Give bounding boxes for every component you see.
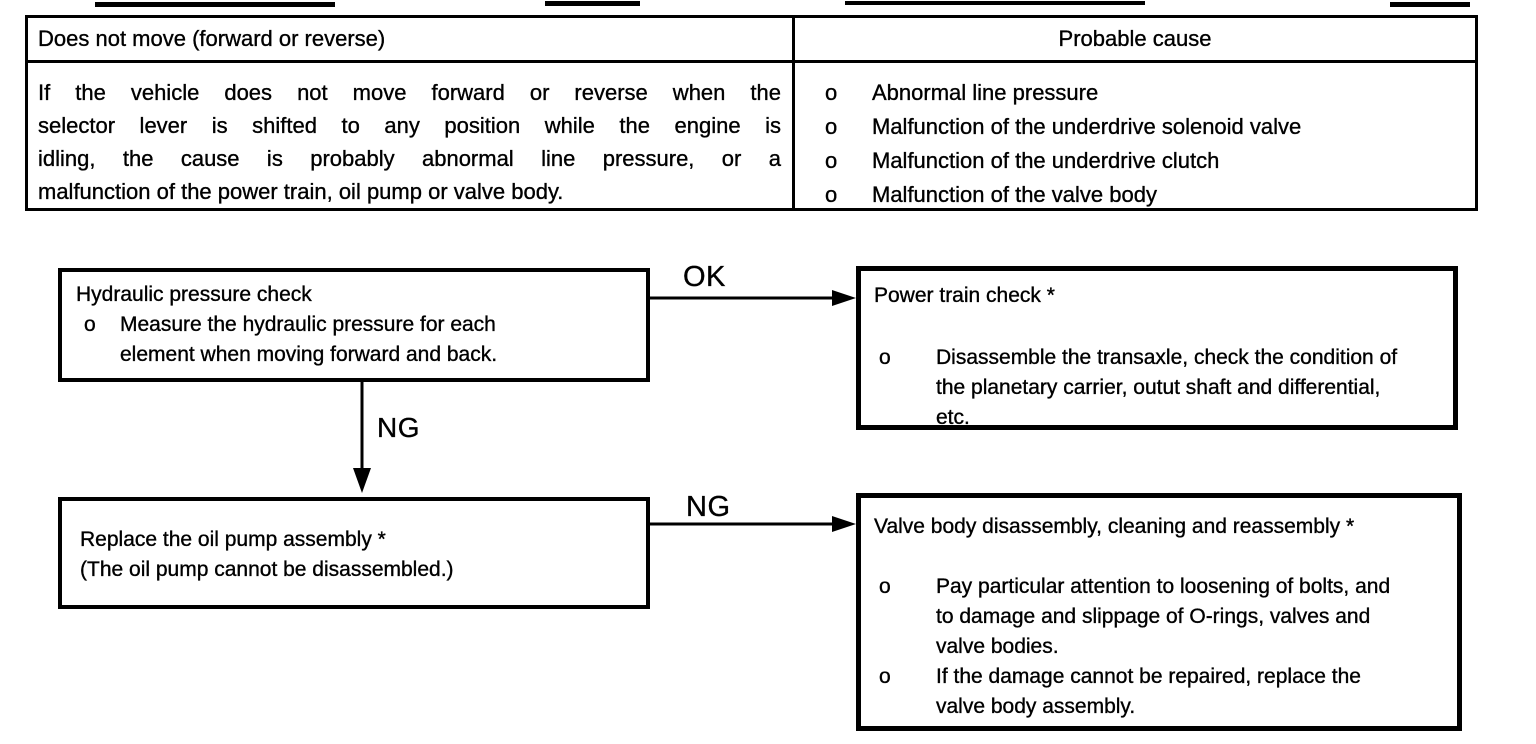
cause-item-text: Malfunction of the valve body — [872, 182, 1157, 207]
ng-right-arrowhead — [832, 516, 856, 532]
box-bullet: o If the damage cannot be repaired, repl… — [874, 662, 1445, 722]
symptom-cause-table: Does not move (forward or reverse) Proba… — [25, 15, 1478, 211]
symptom-text-cell: If the vehicle does not move forward or … — [28, 63, 795, 208]
symptom-text-line: malfunction of the power train, oil pump… — [38, 179, 564, 204]
bullet-marker: o — [825, 182, 838, 207]
flow-box-valve-body: Valve body disassembly, cleaning and rea… — [856, 493, 1462, 731]
bullet-marker: o — [825, 148, 838, 173]
flow-box-hydraulic-check: Hydraulic pressure check o Measure the h… — [58, 268, 650, 382]
box-title: Valve body disassembly, cleaning and rea… — [874, 515, 1355, 538]
bullet-text: Pay particular attention to loosening of… — [936, 575, 1391, 658]
bullet-marker: o — [879, 346, 891, 369]
box-subtitle: (The oil pump cannot be disassembled.) — [80, 558, 454, 581]
cause-list-cell: o Abnormal line pressure o Malfunction o… — [795, 63, 1475, 208]
box-title: Replace the oil pump assembly * — [80, 528, 386, 551]
scan-artifact — [845, 1, 1145, 5]
bullet-marker: o — [879, 575, 891, 598]
ng-label-down: NG — [377, 412, 420, 443]
bullet-marker: o — [825, 80, 838, 105]
flow-box-power-train-check: Power train check * o Disassemble the tr… — [856, 266, 1458, 430]
scan-artifact — [545, 1, 640, 6]
scan-artifact — [1390, 2, 1470, 7]
cause-item: o Abnormal line pressure — [795, 76, 1475, 110]
box-title: Power train check * — [874, 284, 1055, 307]
cause-header-text: Probable cause — [1058, 26, 1212, 51]
cause-item-text: Malfunction of the underdrive solenoid v… — [872, 114, 1302, 139]
box-bullet-list: o Pay particular attention to loosening … — [874, 572, 1445, 722]
symptom-header-cell: Does not move (forward or reverse) — [28, 18, 795, 63]
bullet-text: If the damage cannot be repaired, replac… — [936, 665, 1361, 718]
ok-arrowhead — [832, 290, 856, 306]
ng-label-right: NG — [686, 491, 731, 523]
box-bullet: o Pay particular attention to loosening … — [874, 572, 1445, 662]
cause-item-text: Malfunction of the underdrive clutch — [872, 148, 1220, 173]
symptom-text-line: selector lever is shifted to any positio… — [38, 113, 781, 138]
symptom-header-text: Does not move (forward or reverse) — [38, 26, 386, 51]
symptom-text-line: idling, the cause is probably abnormal l… — [38, 146, 781, 171]
bullet-text: Measure the hydraulic pressure for each … — [120, 313, 498, 366]
ng-down-arrowhead — [353, 468, 371, 493]
bullet-marker: o — [825, 114, 838, 139]
box-bullet: o Measure the hydraulic pressure for eac… — [76, 310, 636, 370]
cause-item-text: Abnormal line pressure — [872, 80, 1099, 105]
bullet-marker: o — [879, 665, 891, 688]
cause-item: o Malfunction of the underdrive solenoid… — [795, 110, 1475, 144]
cause-item: o Malfunction of the valve body — [795, 178, 1475, 208]
symptom-text-line: If the vehicle does not move forward or … — [38, 80, 781, 105]
box-bullet: o Disassemble the transaxle, check the c… — [874, 343, 1441, 433]
bullet-marker: o — [84, 313, 96, 336]
ok-label: OK — [683, 261, 726, 293]
scan-artifact — [95, 2, 335, 7]
box-title: Hydraulic pressure check — [76, 283, 312, 306]
flow-box-oil-pump-replace: Replace the oil pump assembly * (The oil… — [58, 497, 650, 609]
cause-item: o Malfunction of the underdrive clutch — [795, 144, 1475, 178]
cause-header-cell: Probable cause — [795, 18, 1475, 63]
bullet-text: Disassemble the transaxle, check the con… — [936, 346, 1398, 429]
